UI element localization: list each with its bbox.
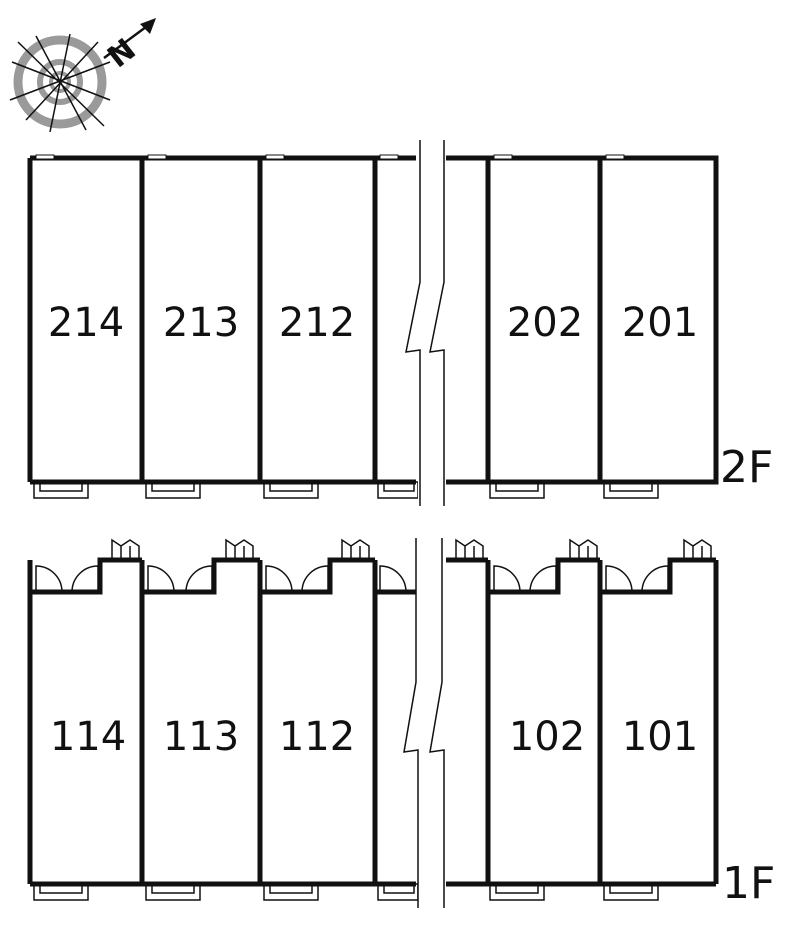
unit-202-label: 202 — [507, 300, 583, 346]
unit-101-label: 101 — [622, 714, 698, 760]
unit-213-label: 213 — [163, 300, 239, 346]
floor-2f-label: 2F — [720, 442, 773, 493]
unit-214-label: 214 — [48, 300, 124, 346]
floor-1f-label: 1F — [722, 858, 775, 909]
unit-112-label: 112 — [279, 714, 355, 760]
floor-2f-plan — [27, 140, 719, 506]
unit-212-label: 212 — [279, 300, 355, 346]
compass-north-label: N — [101, 32, 142, 75]
compass-rose-icon: N — [9, 18, 156, 133]
unit-113-label: 113 — [163, 714, 239, 760]
unit-201-label: 201 — [622, 300, 698, 346]
unit-102-label: 102 — [509, 714, 585, 760]
floor-1f-plan — [27, 538, 719, 908]
unit-114-label: 114 — [50, 714, 126, 760]
